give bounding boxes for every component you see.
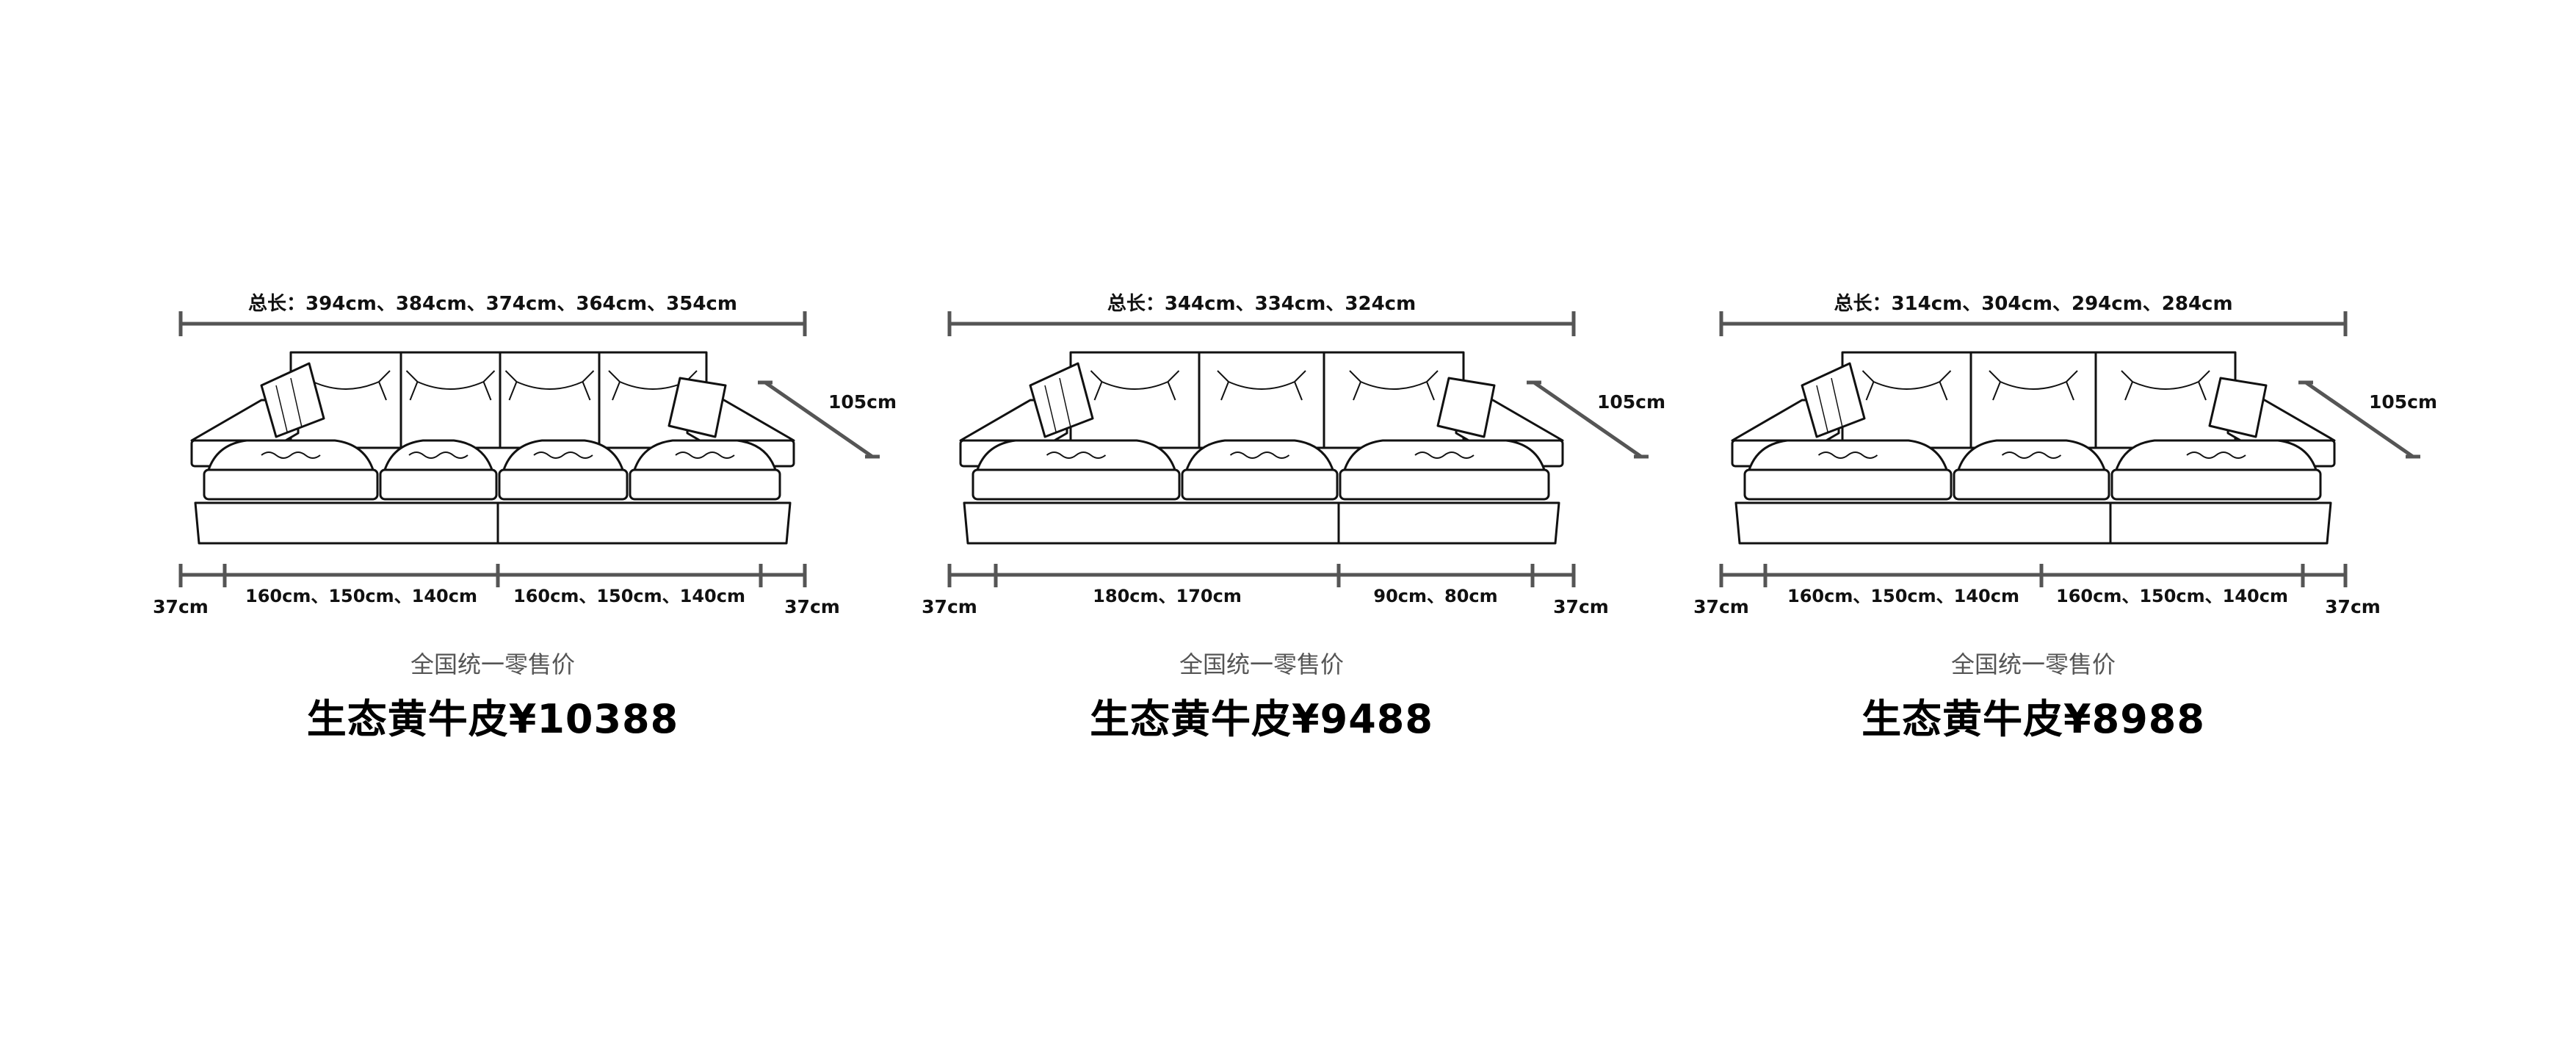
tufting xyxy=(1862,370,1952,401)
segment-width-label: 180cm、170cm xyxy=(1093,586,1242,606)
depth-line xyxy=(1533,380,1643,459)
price: 生态黄牛皮¥8988 xyxy=(1862,696,2205,742)
seat-crease xyxy=(2001,451,2062,459)
seat-crease xyxy=(261,451,321,459)
pillow-stripes xyxy=(1816,377,1843,432)
tufting xyxy=(608,370,698,401)
sofa-line-drawing xyxy=(190,351,795,545)
pillow-stripes xyxy=(275,377,303,432)
depth-line xyxy=(2304,380,2414,459)
throw-pillow-left xyxy=(1029,362,1094,438)
seat-crease xyxy=(1229,451,1290,459)
segment-width-label: 160cm、150cm、140cm xyxy=(1787,586,2019,606)
backrest xyxy=(289,351,708,449)
sofa-size-panel: 总长：314cm、304cm、294cm、284cm 105cm 37cm 16… xyxy=(1693,0,2437,1041)
seat-cushion xyxy=(1953,468,2110,501)
seat-cushion xyxy=(379,468,498,501)
tufting xyxy=(1217,370,1306,401)
dimension-lines xyxy=(947,311,1649,587)
tufting xyxy=(405,370,496,401)
price-caption: 全国统一零售价 xyxy=(1179,650,1344,678)
tufting xyxy=(1349,370,1439,401)
price-caption: 全国统一零售价 xyxy=(410,650,575,678)
total-length-label: 总长：394cm、384cm、374cm、364cm、354cm xyxy=(248,293,737,315)
price-caption: 全国统一零售价 xyxy=(1950,650,2116,678)
sofa-size-panel: 总长：344cm、334cm、324cm 105cm 37cm 180cm、17… xyxy=(922,0,1665,1041)
sofa-size-panel: 总长：394cm、384cm、374cm、364cm、354cm 105cm 3… xyxy=(153,0,897,1041)
total-length-label: 总长：344cm、334cm、324cm xyxy=(1107,293,1417,315)
depth-line xyxy=(764,380,874,459)
seat-cushion xyxy=(972,468,1181,501)
seat-crease xyxy=(1414,451,1475,459)
left-arm-width-label: 37cm xyxy=(1693,596,1749,617)
total-length-label: 总长：314cm、304cm、294cm、284cm xyxy=(1834,293,2233,315)
throw-pillow-right xyxy=(2208,377,2268,438)
throw-pillow-right xyxy=(667,377,727,438)
seat-cushion xyxy=(1181,468,1339,501)
seat-cushion xyxy=(1743,468,1953,501)
segment-width-label: 160cm、150cm、140cm xyxy=(245,586,477,606)
seat-cushion xyxy=(2110,468,2322,501)
sofa-line-drawing xyxy=(1731,351,2336,545)
segment-width-label: 160cm、150cm、140cm xyxy=(2056,586,2288,606)
right-arm-width-label: 37cm xyxy=(2325,596,2381,617)
depth-label: 105cm xyxy=(2369,391,2438,413)
sofa-base xyxy=(194,501,792,545)
seat-crease xyxy=(533,451,593,459)
segment-width-label: 90cm、80cm xyxy=(1373,586,1498,606)
sofa-line-drawing xyxy=(959,351,1564,545)
seat-cushion xyxy=(203,468,379,501)
price: 生态黄牛皮¥10388 xyxy=(306,696,679,742)
seat-cushion xyxy=(1339,468,1550,501)
tufting xyxy=(1989,370,2078,401)
left-arm-width-label: 37cm xyxy=(153,596,209,617)
pillow-stripes xyxy=(1044,377,1071,432)
depth-label: 105cm xyxy=(1597,391,1666,413)
seat-cushion xyxy=(498,468,629,501)
price: 生态黄牛皮¥9488 xyxy=(1090,696,1433,742)
backrest xyxy=(1069,351,1465,449)
right-arm-width-label: 37cm xyxy=(784,596,840,617)
sofa-base xyxy=(1734,501,2332,545)
seat-crease xyxy=(1046,451,1107,459)
left-arm-width-label: 37cm xyxy=(922,596,977,617)
tufting xyxy=(504,370,595,401)
seat-crease xyxy=(675,451,735,459)
seat-crease xyxy=(1817,451,1878,459)
throw-pillow-left xyxy=(260,362,325,438)
dimension-lines xyxy=(1719,311,2420,587)
segment-width-label: 160cm、150cm、140cm xyxy=(513,586,745,606)
backrest xyxy=(1841,351,2237,449)
throw-pillow-right xyxy=(1436,377,1496,438)
right-arm-width-label: 37cm xyxy=(1553,596,1609,617)
sofa-base xyxy=(963,501,1560,545)
tufting xyxy=(1090,370,1180,401)
depth-label: 105cm xyxy=(828,391,897,413)
seat-cushion xyxy=(629,468,781,501)
throw-pillow-left xyxy=(1801,362,1866,438)
tufting xyxy=(2121,370,2210,401)
seat-crease xyxy=(408,451,468,459)
dimension-lines xyxy=(178,311,880,587)
seat-crease xyxy=(2186,451,2246,459)
